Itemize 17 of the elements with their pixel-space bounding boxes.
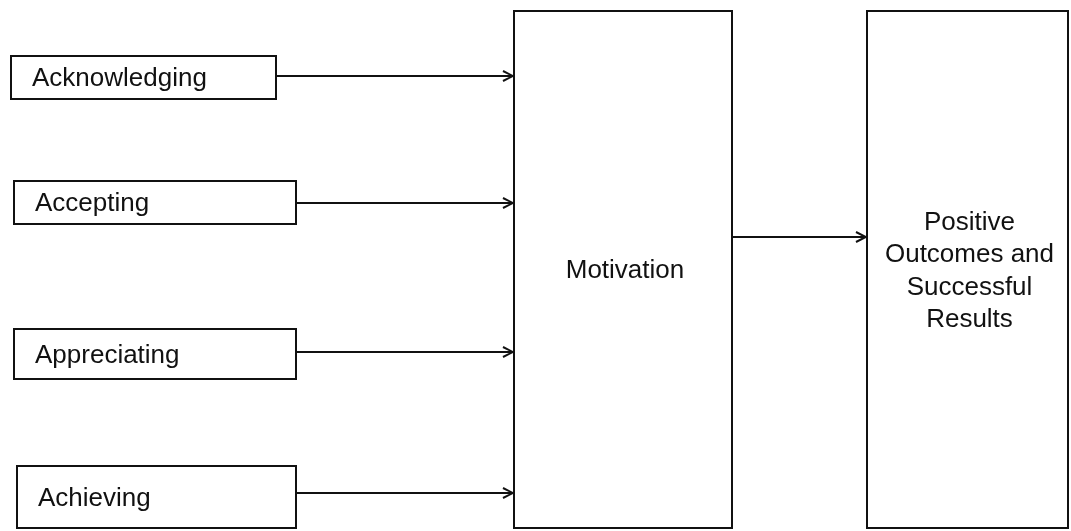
- input-box: [13, 180, 297, 225]
- arrow: [732, 231, 867, 243]
- arrow: [276, 70, 514, 82]
- process-box: [866, 10, 1069, 529]
- node-label: Accepting: [35, 186, 150, 219]
- input-box: [16, 465, 297, 529]
- node-label: Acknowledging: [32, 61, 207, 94]
- node-label: Motivation: [565, 253, 685, 286]
- input-box: [10, 55, 277, 100]
- node-label: Achieving: [38, 480, 151, 514]
- arrow: [296, 197, 514, 209]
- node-label: Appreciating: [35, 337, 180, 371]
- arrow: [296, 487, 514, 499]
- input-box: [13, 328, 297, 380]
- node-label: Positive Outcomes and Successful Results: [883, 204, 1056, 335]
- process-box: [513, 10, 733, 529]
- arrow: [296, 346, 514, 358]
